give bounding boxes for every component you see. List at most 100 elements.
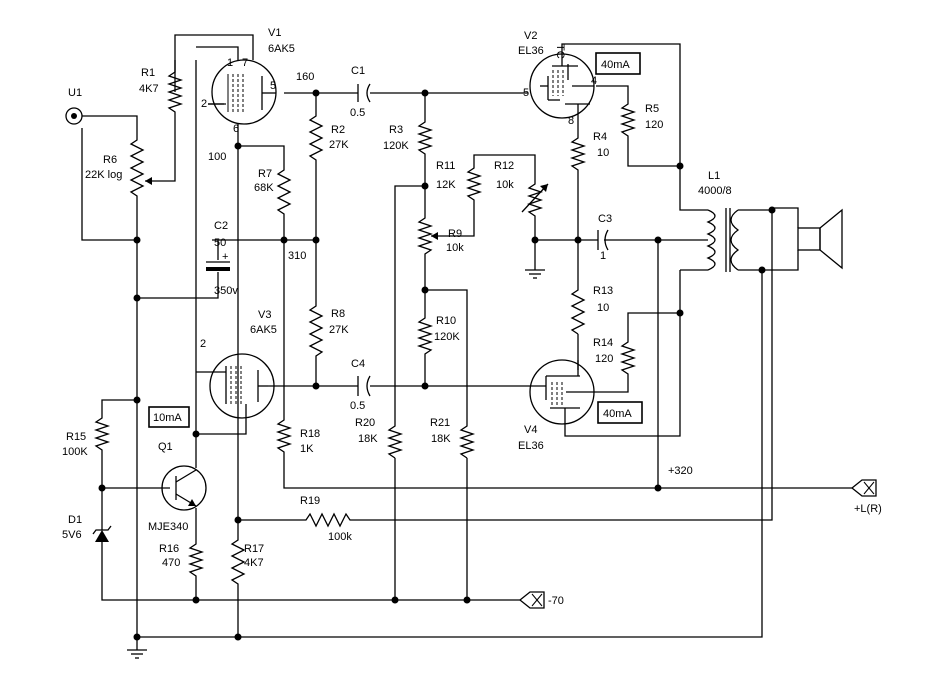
q1-type: MJE340 [148, 521, 188, 533]
r9-ref: R9 [448, 228, 462, 240]
r17-resistor [230, 532, 246, 590]
node-160: 160 [296, 71, 314, 83]
r17-ref: R17 [244, 543, 264, 555]
r2-resistor [308, 110, 324, 168]
v4-ref: V4 [524, 424, 537, 436]
l1-value: 4000/8 [698, 185, 732, 197]
r8-value: 27K [329, 324, 349, 336]
r18-resistor [275, 416, 293, 458]
r20-ref: R20 [355, 417, 375, 429]
v1-tube [208, 59, 277, 125]
node-310: 310 [288, 250, 306, 262]
supply-minus70: -70 [548, 595, 564, 607]
c1-capacitor [357, 83, 371, 103]
u1-ref: U1 [68, 87, 82, 99]
v1-ref: V1 [268, 27, 281, 39]
main-ground-symbol [126, 649, 148, 659]
r15-resistor [93, 414, 111, 456]
r6-ref: R6 [103, 154, 117, 166]
r6-potentiometer [129, 134, 152, 200]
r3-resistor [416, 118, 434, 156]
r20-value: 18K [358, 433, 378, 445]
r12-variable-resistor [521, 180, 549, 218]
r14-ref: R14 [593, 337, 613, 349]
r5-ref: R5 [645, 103, 659, 115]
r7-value: 68K [254, 182, 274, 194]
v4-current-box [597, 401, 643, 424]
v2-ref: V2 [524, 30, 537, 42]
q1-transistor [161, 465, 207, 511]
c2-value: 50 [214, 237, 226, 249]
r14-value: 120 [595, 353, 613, 365]
v1-pin1: 1 [227, 57, 233, 69]
v2-tube [529, 53, 595, 119]
r3-value: 120K [383, 140, 409, 152]
r11-ref: R11 [436, 160, 455, 172]
v2-type: EL36 [518, 45, 544, 57]
supply-output: +L(R) [854, 503, 882, 515]
wires [81, 34, 852, 650]
c2-plus: + [222, 251, 228, 263]
r12-ground-symbol [524, 262, 546, 279]
v1-pin2: 2 [201, 98, 207, 110]
r13-ref: R13 [593, 285, 613, 297]
c3-value: 1 [600, 250, 606, 262]
d1-value: 5V6 [62, 529, 82, 541]
minus70-connector [518, 591, 545, 609]
c2-ref: C2 [214, 220, 228, 232]
c2-voltage: 350v [214, 285, 238, 297]
r19-ref: R19 [300, 495, 320, 507]
r21-ref: R21 [430, 417, 450, 429]
d1-zener-diode [92, 525, 112, 542]
v2-pin-tc: TC [554, 44, 566, 59]
speaker-icon [797, 208, 843, 270]
r21-resistor [458, 422, 476, 459]
r10-value: 120K [434, 331, 460, 343]
r17-value: 4K7 [244, 557, 264, 569]
r4-ref: R4 [593, 131, 607, 143]
c4-capacitor [357, 375, 371, 397]
r19-resistor [300, 512, 352, 528]
r21-value: 18K [431, 433, 451, 445]
c4-value: 0.5 [350, 400, 365, 412]
r16-ref: R16 [159, 543, 179, 555]
c1-ref: C1 [351, 65, 365, 77]
r16-value: 470 [162, 557, 180, 569]
r16-resistor [187, 540, 205, 580]
v3-current: 10mA [153, 412, 182, 424]
l1-ref: L1 [708, 170, 720, 182]
r15-value: 100K [62, 446, 88, 458]
labels: U1 R6 22K log R1 4K7 V1 6AK5 1 7 2 5 6 1… [62, 27, 882, 607]
r2-value: 27K [329, 139, 349, 151]
r4-resistor [569, 134, 587, 178]
output-connector [850, 479, 877, 497]
l1-transformer [706, 208, 740, 272]
v2-pin8: 8 [568, 115, 574, 127]
r12-value: 10k [496, 179, 514, 191]
r9-value: 10k [446, 242, 464, 254]
r1-resistor [166, 68, 184, 120]
node-100: 100 [208, 151, 226, 163]
r10-resistor [416, 314, 434, 358]
v2-pin5: 5 [523, 87, 529, 99]
r11-value: 12K [436, 179, 456, 191]
r18-value: 1K [300, 443, 314, 455]
r18-ref: R18 [300, 428, 320, 440]
r7-resistor [276, 164, 292, 226]
r8-resistor [308, 300, 324, 362]
r3-ref: R3 [389, 124, 403, 136]
r7-ref: R7 [258, 168, 272, 180]
r9-potentiometer [416, 214, 438, 258]
v3-type: 6AK5 [250, 324, 277, 336]
supply-plus320: +320 [668, 465, 693, 477]
d1-ref: D1 [68, 514, 82, 526]
u1-input-jack [65, 107, 83, 125]
r6-value: 22K log [85, 169, 122, 181]
c2-capacitor [206, 261, 230, 271]
r1-ref: R1 [141, 67, 155, 79]
c3-capacitor [597, 229, 609, 251]
v2-pin4: 4 [591, 75, 597, 87]
r20-resistor [386, 422, 404, 459]
r8-ref: R8 [331, 308, 345, 320]
